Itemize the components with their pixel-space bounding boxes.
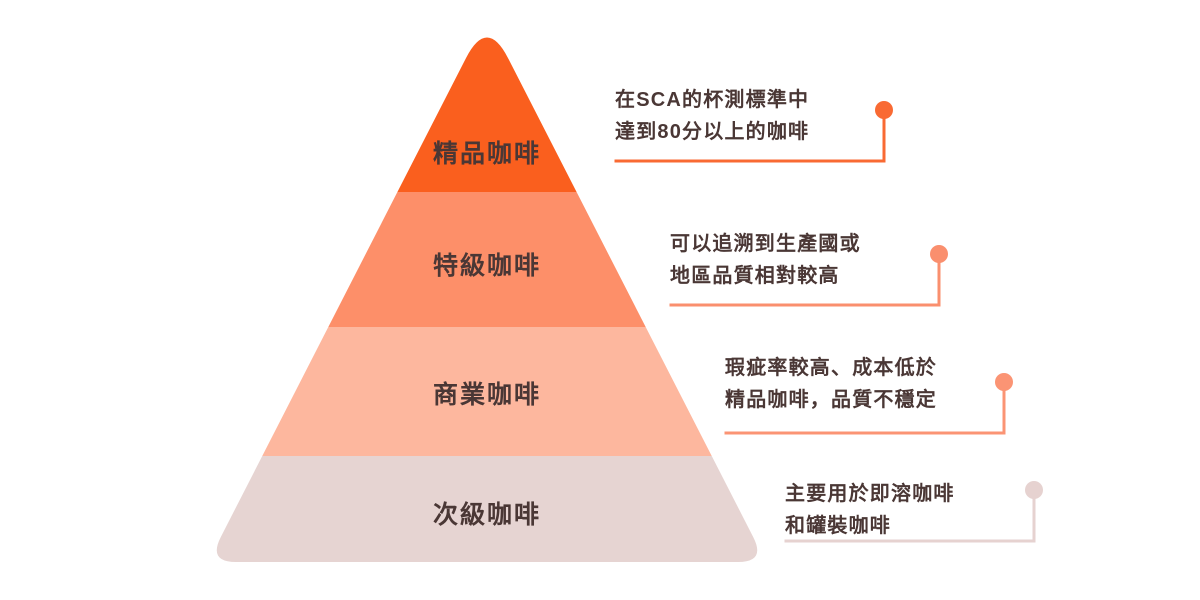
connector-line [784, 488, 1036, 543]
connector-dot [930, 245, 948, 263]
callout-connector [614, 101, 893, 163]
connector-dot [1025, 481, 1043, 499]
callout-text-line: 瑕疵率較高、成本低於 [725, 357, 937, 379]
connector-line [724, 380, 1006, 435]
callout-text-line: 在SCA的杯測標準中 [615, 89, 810, 111]
callout-text-line: 達到80分以上的咖啡 [615, 121, 810, 144]
connector-line [669, 252, 941, 307]
pyramid-tier-band [216, 327, 758, 456]
callout-text: 瑕疵率較高、成本低於精品咖啡，品質不穩定 [725, 352, 937, 417]
connector-dot [995, 373, 1013, 391]
connector-line [614, 108, 886, 163]
callout-text: 主要用於即溶咖啡和罐裝咖啡 [785, 478, 955, 543]
pyramid-tier-band [216, 37, 758, 192]
pyramid-tier-band [216, 192, 758, 327]
connector-dot [875, 101, 893, 119]
callout-text-line: 精品咖啡，品質不穩定 [725, 389, 937, 412]
pyramid-tier-band [216, 456, 758, 563]
callout-text-line: 主要用於即溶咖啡 [785, 483, 955, 505]
callout-connector [724, 373, 1013, 435]
callout-text: 可以追溯到生產國或地區品質相對較高 [670, 228, 861, 293]
callout-connector [669, 245, 948, 307]
callout-text-line: 可以追溯到生產國或 [670, 233, 861, 255]
callout-connector [784, 481, 1043, 543]
callout-text-line: 地區品質相對較高 [670, 265, 840, 288]
callout-text-line: 和罐裝咖啡 [785, 515, 891, 538]
callout-text: 在SCA的杯測標準中達到80分以上的咖啡 [615, 84, 809, 149]
